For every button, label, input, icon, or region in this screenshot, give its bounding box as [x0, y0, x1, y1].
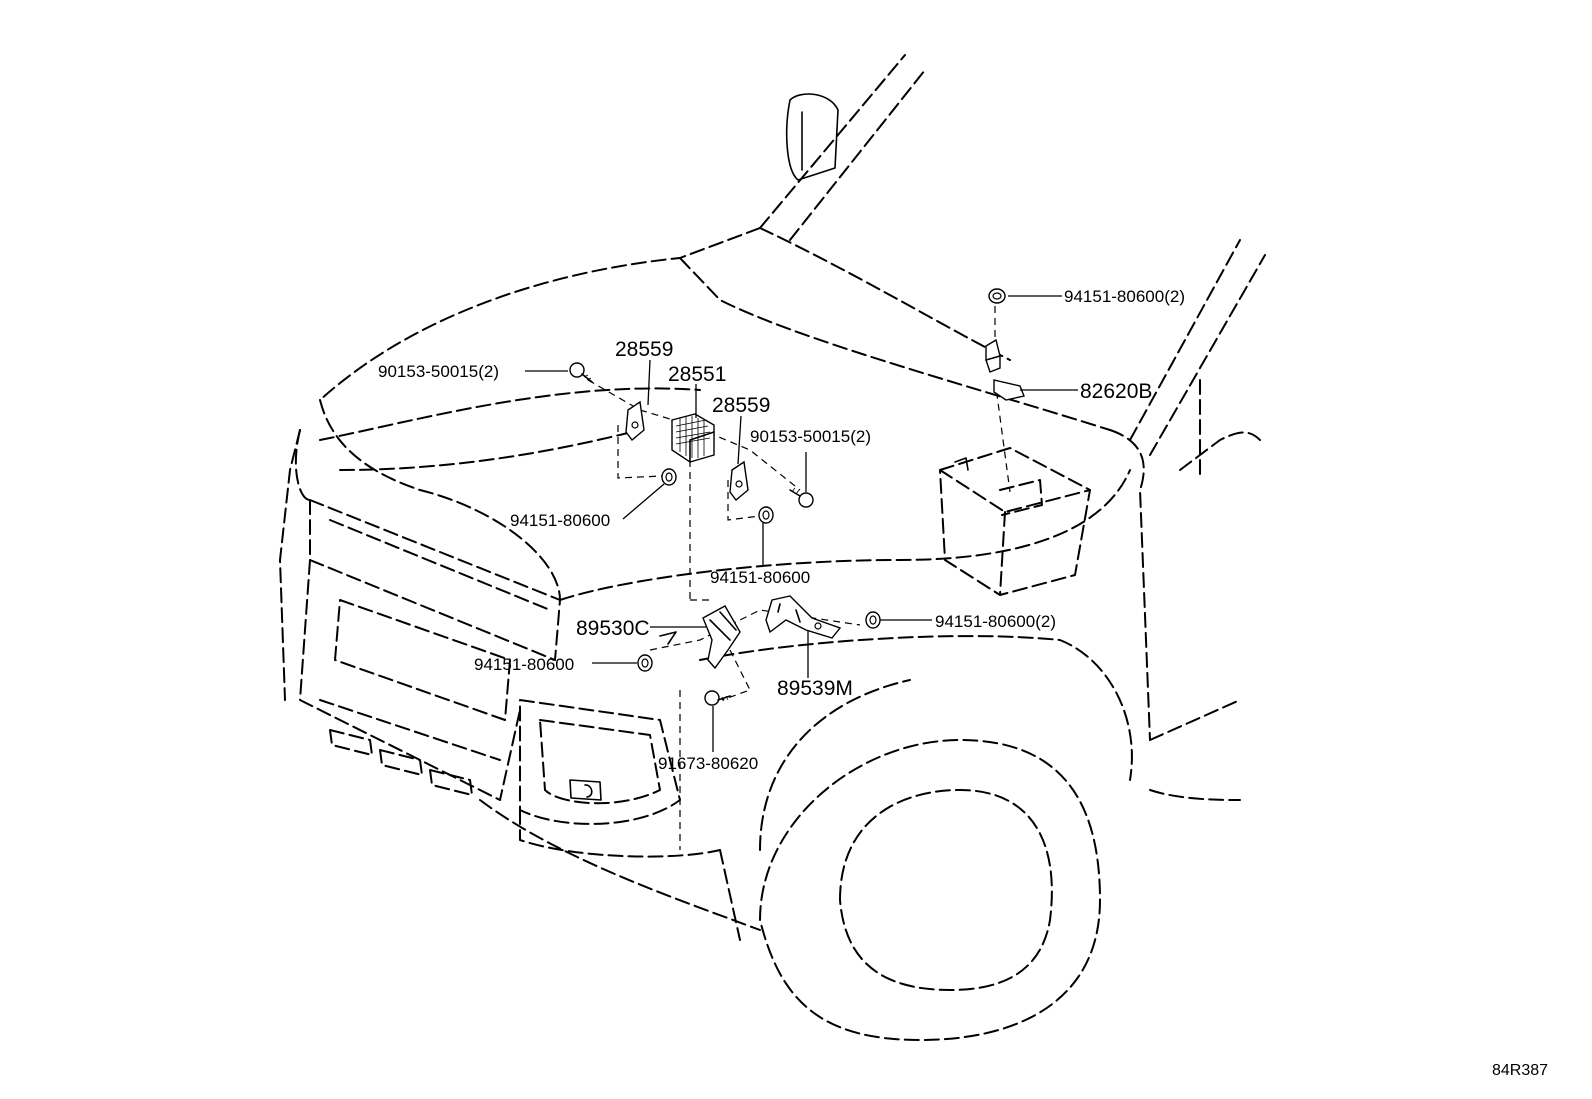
nut-right-pair-icon	[865, 611, 881, 629]
sensor-89530C-icon	[659, 605, 741, 670]
labels: 94151-80600(2) 82620B 90153-50015(2) 285…	[378, 287, 1548, 1079]
label-bracket-28559-right: 28559	[712, 394, 770, 417]
parts	[569, 288, 1025, 706]
vehicle-outline	[279, 54, 1266, 1041]
reference-code: 84R387	[1492, 1062, 1548, 1079]
bolt-right-icon	[789, 487, 814, 508]
sensor-89539M-icon	[765, 595, 842, 639]
label-bolt-lower: 91673-80620	[658, 754, 758, 773]
nut-left-icon	[661, 468, 677, 486]
label-nut-top-right: 94151-80600(2)	[1064, 287, 1185, 306]
label-bracket-28559-left: 28559	[615, 338, 673, 361]
label-nut-center: 94151-80600	[710, 568, 810, 587]
nut-lower-left-icon	[637, 654, 653, 672]
nut-center-icon	[758, 506, 774, 524]
bracket-28559-right-icon	[729, 460, 749, 502]
bolt-left-icon	[569, 362, 593, 383]
label-nut-right-pair: 94151-80600(2)	[935, 612, 1056, 631]
label-controller-28551: 28551	[668, 363, 726, 386]
label-nut-left: 94151-80600	[510, 511, 610, 530]
label-bracket-82620B: 82620B	[1080, 380, 1152, 403]
label-bolt-left: 90153-50015(2)	[378, 362, 499, 381]
label-sensor-89539M: 89539M	[777, 677, 853, 700]
leader-lines	[525, 295, 1078, 752]
label-bolt-right: 90153-50015(2)	[750, 427, 871, 446]
nut-top-right-icon	[988, 288, 1006, 304]
bracket-28559-left-icon	[625, 400, 645, 442]
controller-28551-icon	[671, 413, 715, 463]
bracket-82620B-icon	[985, 338, 1025, 401]
bolt-lower-icon	[704, 690, 731, 706]
label-sensor-89530C: 89530C	[576, 617, 650, 640]
label-nut-lower-left: 94151-80600	[474, 655, 574, 674]
